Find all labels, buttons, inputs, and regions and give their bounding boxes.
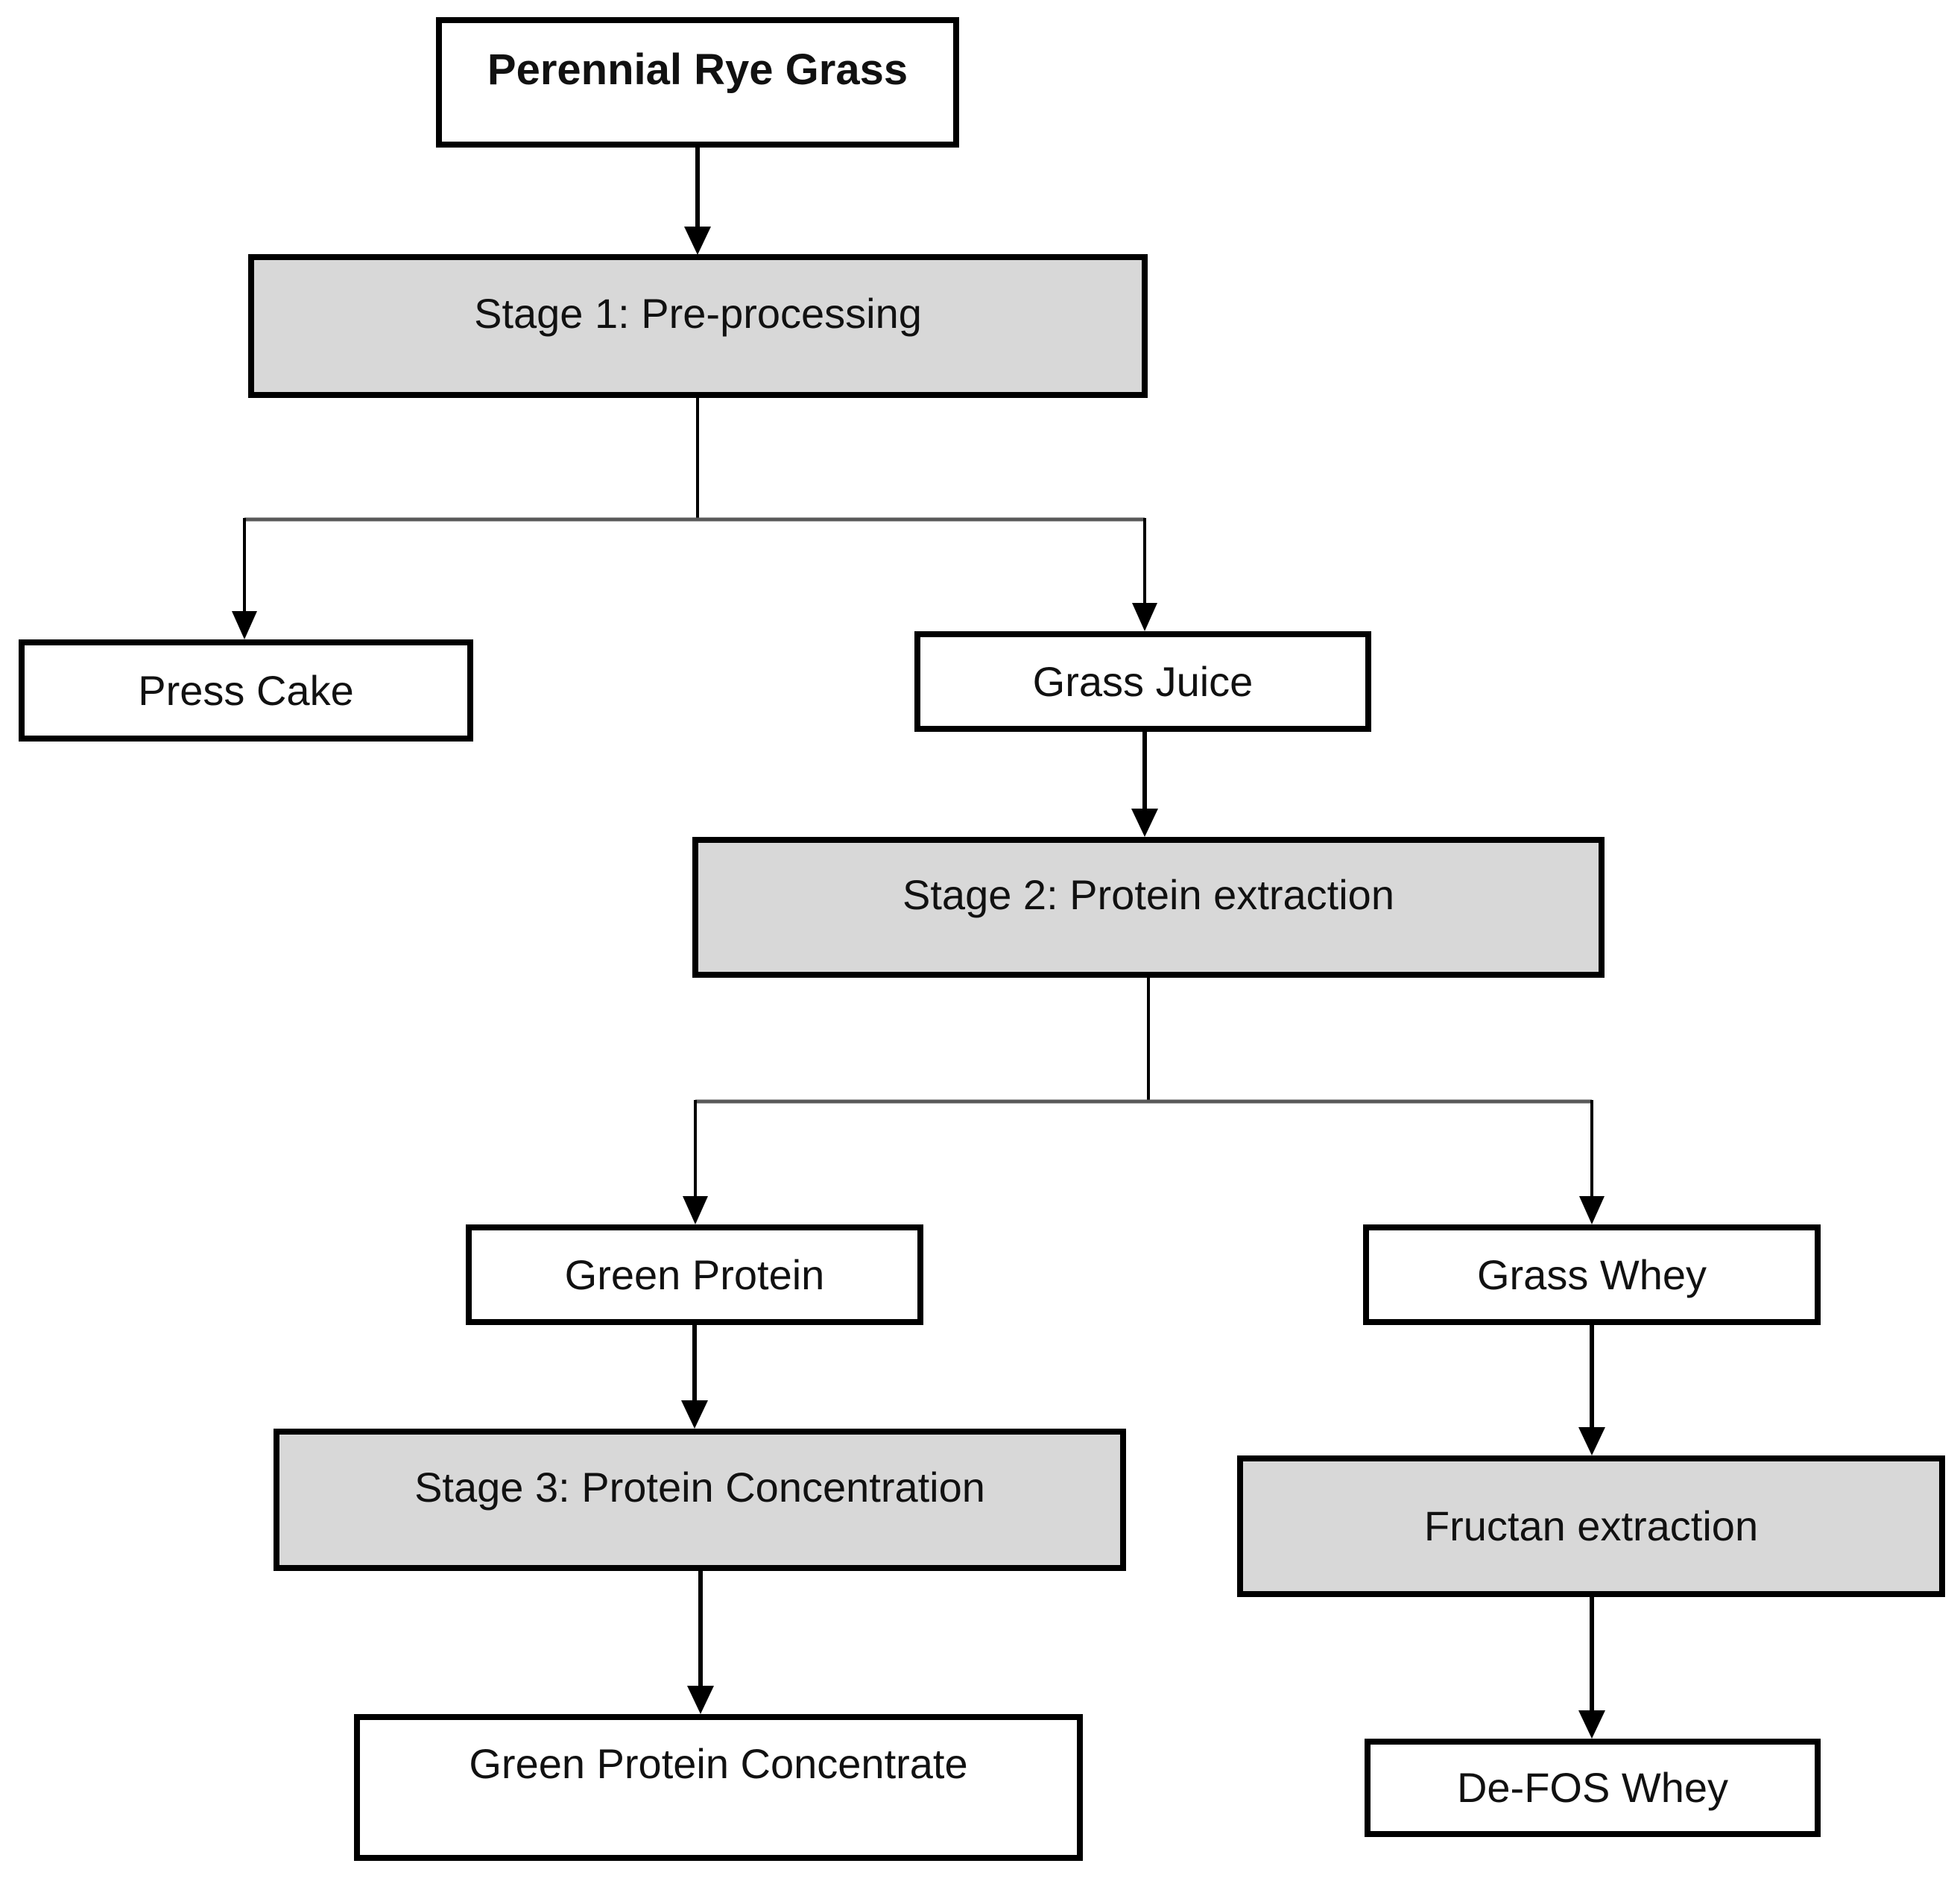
- node-press-cake: Press Cake: [19, 639, 473, 742]
- node-label: Stage 2: Protein extraction: [902, 870, 1394, 918]
- node-label: De-FOS Whey: [1456, 1764, 1729, 1812]
- node-stage-3-protein-concentration: Stage 3: Protein Concentration: [274, 1429, 1126, 1571]
- node-label: Stage 1: Pre-processing: [474, 289, 922, 337]
- node-label: Press Cake: [138, 666, 354, 714]
- node-stage-1-pre-processing: Stage 1: Pre-processing: [248, 254, 1148, 398]
- node-grass-whey: Grass Whey: [1363, 1224, 1821, 1325]
- arrow-fructan-to-defos: [1578, 1594, 1605, 1739]
- node-label: Fructan extraction: [1423, 1502, 1759, 1550]
- arrow-grasswhey-to-fructan: [1578, 1322, 1605, 1455]
- node-grass-juice: Grass Juice: [914, 631, 1371, 732]
- node-label: Grass Juice: [1032, 657, 1254, 705]
- node-green-protein-concentrate: Green Protein Concentrate: [354, 1714, 1083, 1861]
- node-green-protein: Green Protein: [466, 1224, 923, 1325]
- node-label: Grass Whey: [1476, 1251, 1707, 1298]
- branch-stage2: [683, 975, 1605, 1224]
- node-de-fos-whey: De-FOS Whey: [1365, 1739, 1821, 1837]
- arrow-stage3-to-gpc: [687, 1568, 714, 1714]
- node-label: Perennial Rye Grass: [487, 45, 908, 94]
- node-stage-2-protein-extraction: Stage 2: Protein extraction: [692, 837, 1605, 978]
- node-label: Green Protein Concentrate: [469, 1739, 968, 1787]
- branch-stage1: [232, 395, 1157, 639]
- node-fructan-extraction: Fructan extraction: [1237, 1455, 1945, 1597]
- node-label: Stage 3: Protein Concentration: [414, 1463, 985, 1511]
- arrow-grassjuice-to-stage2: [1131, 729, 1158, 837]
- node-perennial-rye-grass: Perennial Rye Grass: [436, 17, 959, 148]
- node-label: Green Protein: [564, 1251, 825, 1298]
- arrow-greenprotein-to-stage3: [681, 1322, 708, 1429]
- arrow-perennial-to-stage1: [684, 146, 711, 255]
